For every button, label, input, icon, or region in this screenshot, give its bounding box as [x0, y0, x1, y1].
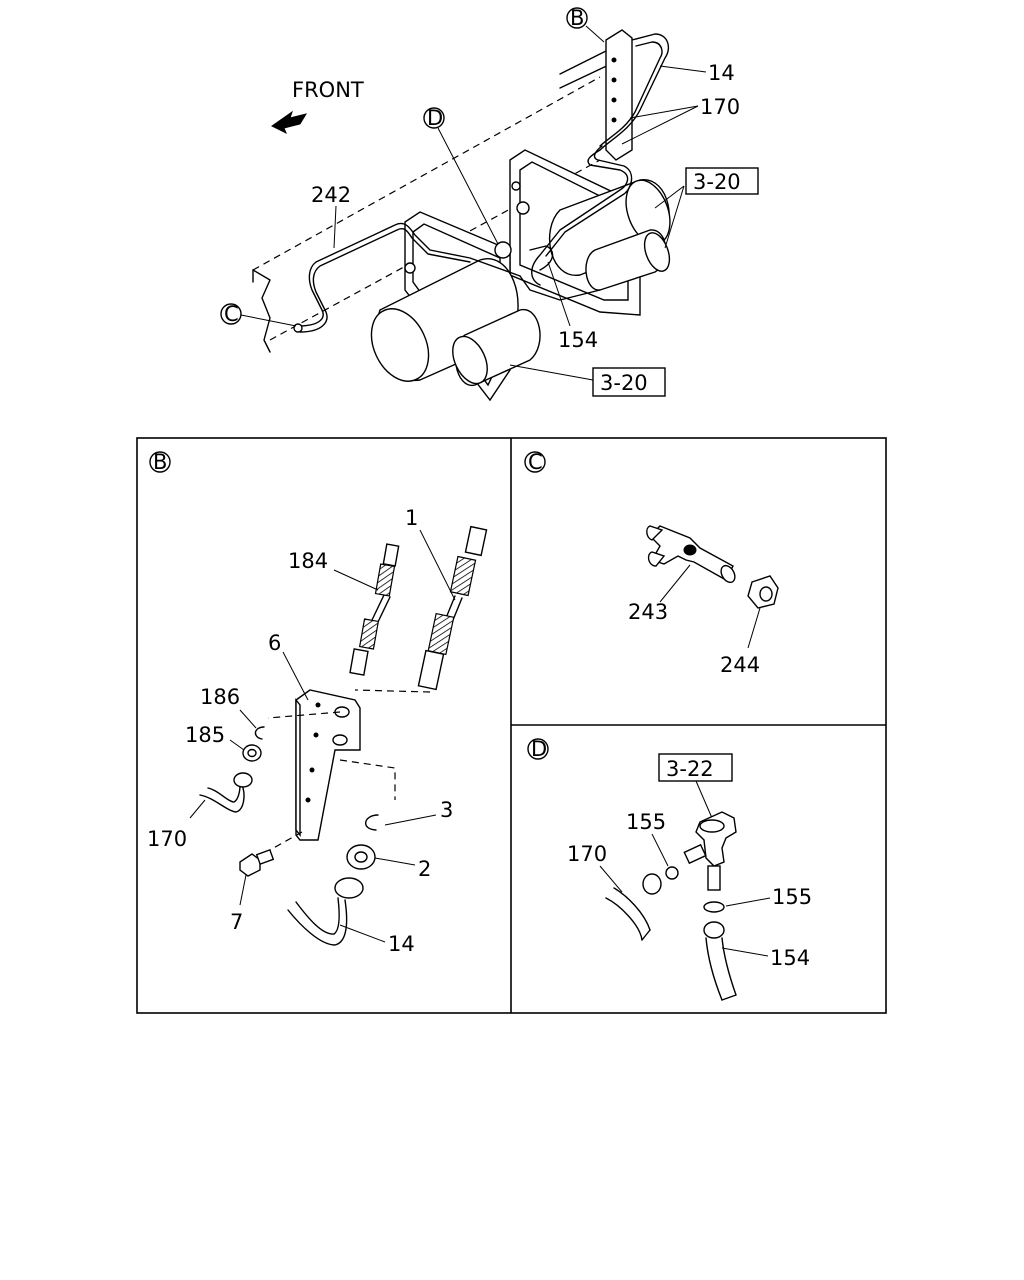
detail-d-title: D — [531, 737, 547, 761]
part-2-label: 2 — [418, 857, 431, 881]
main-assembly-view: FRONT — [220, 6, 759, 402]
nut-244 — [747, 575, 779, 609]
upper-bracket — [605, 29, 633, 161]
part-154-detail-d-label: 154 — [770, 946, 810, 970]
part-244-label: 244 — [720, 653, 760, 677]
callout-c-circle — [220, 303, 242, 325]
part-154-label: 154 — [558, 328, 598, 352]
part-170-detail-b-label: 170 — [147, 827, 187, 851]
ref-3-22-label: 3-22 — [666, 757, 714, 781]
part-3-label: 3 — [440, 798, 453, 822]
nut-185 — [242, 744, 262, 762]
part-184-label: 184 — [288, 549, 328, 573]
callout-b-circle — [566, 7, 588, 29]
pipe-lines — [293, 33, 670, 333]
part-185-label: 185 — [185, 723, 225, 747]
part-14-label: 14 — [708, 61, 735, 85]
o-ring-155-upper — [665, 866, 679, 880]
part-243-label: 243 — [628, 600, 668, 624]
nut-2 — [346, 844, 376, 870]
pipe-170-detail-b — [199, 772, 253, 813]
part-170-label: 170 — [700, 95, 740, 119]
ref-box-3-20-top — [685, 167, 759, 195]
pipe-170-detail-d — [605, 873, 662, 941]
part-7-label: 7 — [230, 910, 243, 934]
ref-3-20-top-label: 3-20 — [693, 170, 741, 194]
cylinder-tanks — [370, 179, 671, 386]
ref-3-20-bottom-label: 3-20 — [600, 371, 648, 395]
ref-box-3-20-bottom — [592, 367, 666, 397]
pipe-14-detail-b — [287, 877, 364, 946]
part-242-label: 242 — [311, 183, 351, 207]
front-direction-arrow: FRONT — [271, 78, 364, 135]
part-155-upper-label: 155 — [626, 810, 666, 834]
hose-184 — [349, 543, 400, 676]
detail-panels-frame — [136, 437, 887, 1014]
callout-c-label: C — [224, 302, 239, 326]
part-6-label: 6 — [268, 631, 281, 655]
valve-fitting — [683, 811, 737, 891]
part-14-detail-b-label: 14 — [388, 932, 415, 956]
detail-b-title: B — [153, 450, 167, 474]
ref-box-3-22 — [658, 753, 733, 782]
callout-d-circle — [423, 107, 445, 129]
callout-b-label: B — [570, 6, 584, 30]
detail-b-panel: B — [147, 450, 488, 956]
part-186-label: 186 — [200, 685, 240, 709]
part-155-lower-label: 155 — [772, 885, 812, 909]
o-ring-155-lower — [703, 901, 725, 913]
pipe-154-detail-d — [703, 921, 737, 1001]
detail-c-panel: C 243 244 — [524, 450, 779, 677]
tee-fitting-243 — [646, 525, 736, 584]
bracket-6 — [295, 689, 361, 841]
part-170-detail-d-label: 170 — [567, 842, 607, 866]
callout-d-label: D — [427, 106, 443, 130]
part-1-label: 1 — [405, 506, 418, 530]
hose-1 — [417, 525, 488, 691]
bolt-7 — [239, 849, 275, 877]
front-label: FRONT — [292, 78, 364, 102]
detail-c-title: C — [528, 450, 543, 474]
detail-d-panel: D 3-22 155 170 155 — [527, 737, 812, 1001]
